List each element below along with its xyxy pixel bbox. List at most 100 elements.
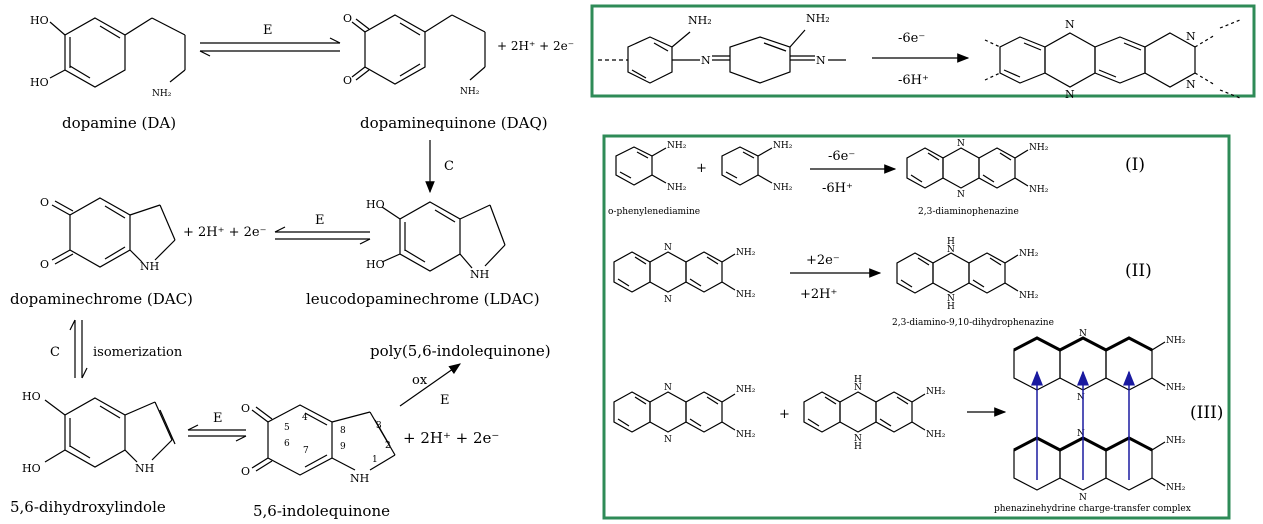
atom-ho: HO (30, 14, 49, 27)
species-h-e-iq: + 2H⁺ + 2e⁻ (403, 429, 499, 447)
atom-n: N (1077, 393, 1085, 403)
arrow-label-e: E (263, 23, 273, 38)
atom-n: N (947, 294, 955, 304)
ring-number: 9 (340, 442, 346, 452)
atom-nh2: NH₂ (1029, 143, 1049, 153)
plus-sign: + (779, 407, 790, 422)
atom-nh: NH (140, 260, 159, 273)
dopamine-structure: HO HO NH₂ (30, 14, 186, 99)
species-h-e-dac: + 2H⁺ + 2e⁻ (183, 225, 266, 240)
atom-o: O (241, 402, 250, 415)
label-dihydrophenazine: 2,3-diamino-9,10-dihydrophenazine (892, 318, 1054, 328)
atom-n: N (664, 383, 672, 393)
atom-n: N (664, 243, 672, 253)
atom-n: N (1079, 493, 1087, 503)
atom-n: N (1065, 88, 1075, 101)
atom-nh2: NH₂ (460, 87, 480, 97)
atom-nh2: NH₂ (1166, 336, 1186, 346)
atom-n: N (1186, 30, 1196, 43)
equilibrium-arrow-da-daq: E (199, 23, 341, 57)
equilibrium-arrow-dhi-iq: E (187, 411, 247, 442)
ring-number: 6 (284, 439, 290, 449)
ring-number: 3 (376, 421, 382, 431)
atom-nh2: NH₂ (1166, 436, 1186, 446)
dopaminechrome-structure: O O NH (40, 196, 176, 273)
atom-o: O (343, 12, 352, 25)
atom-nh: NH (350, 472, 369, 485)
atom-nh2: NH₂ (773, 141, 793, 151)
label-dopamine: dopamine (DA) (62, 114, 176, 132)
atom-nh2: NH₂ (688, 14, 712, 27)
label-dihydroxylindole: 5,6-dihydroxylindole (10, 498, 166, 516)
bottom-mechanism-box: NH₂ NH₂ + NH₂ NH₂ -6e⁻ -6H⁺ N N NH (602, 134, 1231, 520)
atom-n: N (854, 383, 862, 393)
atom-nh2: NH₂ (773, 183, 793, 193)
arrow-label-c: C (50, 345, 60, 360)
atom-nh2: NH₂ (736, 430, 756, 440)
atom-nh2: NH₂ (667, 183, 687, 193)
atom-nh2: NH₂ (736, 248, 756, 258)
atom-n: N (664, 295, 672, 305)
reaction-number-2: (II) (1125, 261, 1152, 281)
atom-nh2: NH₂ (926, 387, 946, 397)
arrow-label-e: E (213, 411, 223, 426)
atom-n: N (1079, 329, 1087, 339)
label-dopaminechrome: dopaminechrome (DAC) (10, 290, 193, 308)
atom-o: O (241, 465, 250, 478)
arrow-label-e: E (315, 213, 325, 228)
label-charge-transfer-complex: phenazinehydrine charge-transfer complex (994, 504, 1191, 514)
atom-nh2: NH₂ (152, 89, 172, 99)
label-dopaminequinone: dopaminequinone (DAQ) (360, 114, 548, 132)
reaction-1: NH₂ NH₂ + NH₂ NH₂ -6e⁻ -6H⁺ N N NH (608, 139, 1145, 217)
atom-n: N (816, 54, 826, 67)
atom-nh2: NH₂ (1029, 185, 1049, 195)
atom-ho: HO (366, 258, 385, 271)
atom-o: O (343, 74, 352, 87)
atom-nh2: NH₂ (1166, 383, 1186, 393)
label-leucodopaminechrome: leucodopaminechrome (LDAC) (306, 290, 540, 308)
atom-ho: HO (30, 76, 49, 89)
atom-n: N (1186, 78, 1196, 91)
atom-ho: HO (22, 462, 41, 475)
arrow-c-daq-ldac: C (425, 140, 454, 194)
atom-nh2: NH₂ (1019, 291, 1039, 301)
reaction-3: N N NH₂ NH₂ + H N N H NH₂ NH₂ (613, 329, 1223, 514)
equilibrium-arrow-dac-dhi: C isomerization (50, 319, 183, 379)
atom-nh2: NH₂ (736, 290, 756, 300)
atom-nh2: NH₂ (806, 12, 830, 25)
ring-number: 2 (385, 441, 391, 451)
reaction-2: N N NH₂ NH₂ +2e⁻ +2H⁺ H N N H NH₂ NH₂ 2,… (613, 237, 1152, 328)
atom-nh2: NH₂ (926, 430, 946, 440)
atom-nh2: NH₂ (1166, 483, 1186, 493)
label-diaminophenazine: 2,3-diaminophenazine (918, 207, 1019, 217)
plus-sign: + (696, 161, 707, 176)
atom-h: H (947, 302, 955, 312)
atom-n: N (701, 54, 711, 67)
atom-n: N (957, 139, 965, 149)
atom-h: H (947, 237, 955, 247)
atom-n: N (854, 434, 862, 444)
equilibrium-arrow-dac-ldac: E (274, 213, 371, 245)
indolequinone-structure: O O NH 4 5 6 7 8 9 1 2 3 (241, 402, 396, 485)
arrow-label-c: C (444, 159, 454, 174)
ring-number: 8 (340, 426, 346, 436)
atom-ho: HO (366, 198, 385, 211)
atom-n: N (1077, 429, 1085, 439)
atom-nh2: NH₂ (1019, 249, 1039, 259)
ring-number: 4 (302, 413, 308, 423)
label-o-phenylenediamine: o-phenylenediamine (608, 207, 700, 217)
atom-h: H (854, 375, 862, 385)
arrow-label-isomerization: isomerization (93, 345, 183, 360)
atom-nh: NH (470, 268, 489, 281)
label-poly-indolequinone: poly(5,6-indolequinone) (370, 342, 551, 360)
species-h-e-top: + 2H⁺ + 2e⁻ (497, 39, 574, 53)
atom-n: N (1065, 18, 1075, 31)
reaction-2-bottom-label: +2H⁺ (800, 287, 837, 302)
atom-nh2: NH₂ (667, 141, 687, 151)
reaction-number-1: (I) (1125, 155, 1145, 175)
label-indolequinone: 5,6-indolequinone (253, 502, 390, 520)
top-polymerization-box: NH₂ N NH₂ N -6e⁻ -6H⁺ N N N N (590, 4, 1256, 101)
reaction-1-bottom-label: -6H⁺ (822, 181, 853, 196)
atom-nh2: NH₂ (736, 385, 756, 395)
